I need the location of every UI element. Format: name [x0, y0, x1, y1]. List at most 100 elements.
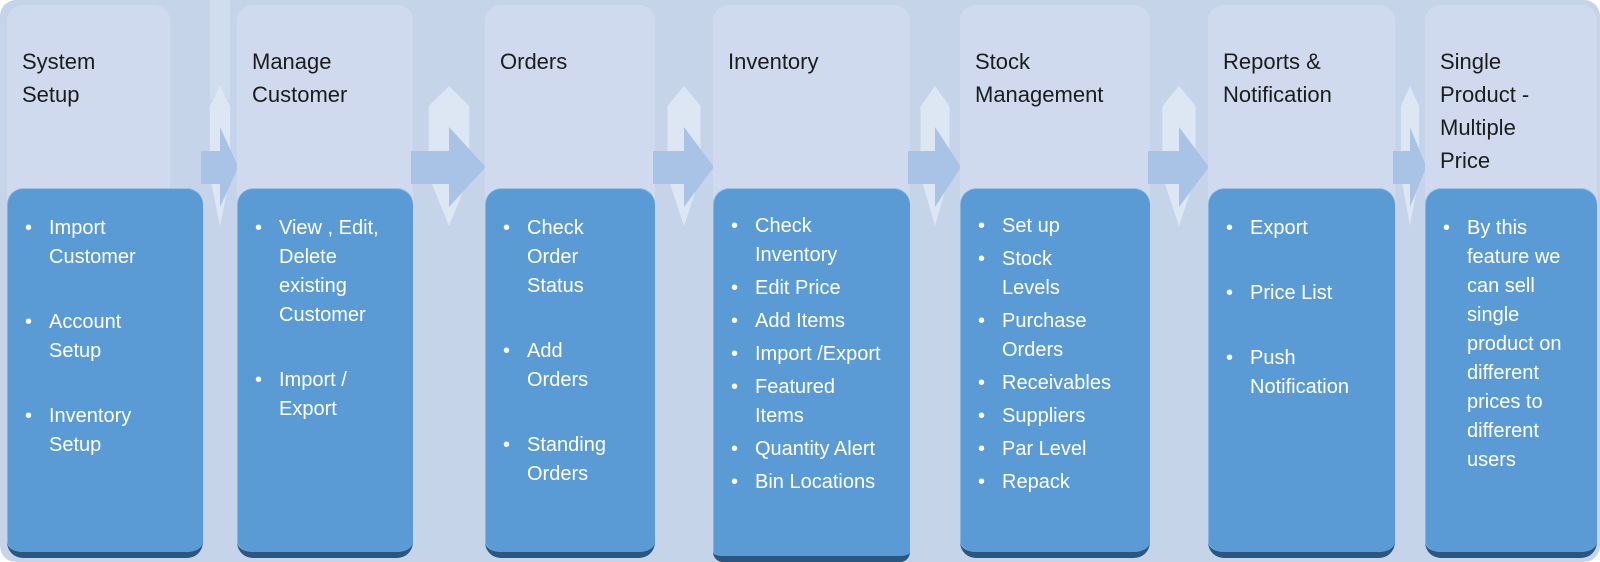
stage-header: Stock Management [960, 5, 1150, 220]
bullet-icon: • [503, 217, 511, 239]
list-item: •Check Order Status [503, 214, 621, 301]
stage-header: Orders [485, 5, 655, 220]
list-item: •Export [1226, 214, 1387, 243]
stage-header: Inventory [713, 5, 910, 220]
stage-title: Single Product - Multiple Price [1440, 49, 1530, 173]
list-item: • Import /Export [731, 340, 888, 369]
list-item: •Quantity Alert [731, 435, 888, 464]
bullet-icon: • [1443, 217, 1451, 239]
flow-connector [1148, 0, 1209, 562]
bullet-icon: • [978, 471, 986, 493]
list-item-text: Stock Levels [1002, 248, 1060, 299]
list-item-text: Receivables [1002, 372, 1111, 394]
list-item: • Bin Locations [731, 468, 888, 497]
stage-title: Orders [500, 49, 568, 74]
stage-manage-customer: Manage Customer •View , Edit, Delete exi… [237, 0, 413, 562]
stage-stock-management: Stock Management • Set up • Stock Levels •… [960, 0, 1150, 562]
flow-arrow-icon [908, 86, 962, 226]
bullet-icon: • [978, 372, 986, 394]
stage-header: System Setup [7, 5, 170, 220]
list-item-text: View , Edit, Delete existing Customer [279, 217, 379, 326]
list-item-text: Inventory Setup [49, 405, 132, 456]
list-item: •Account Setup [25, 308, 173, 366]
stage-reports-notification: Reports & Notification •Export •Price Li… [1208, 0, 1395, 562]
flow-connector [908, 0, 962, 562]
bullet-icon: • [978, 405, 986, 427]
stage-header: Reports & Notification [1208, 5, 1395, 220]
bullet-icon: • [1226, 282, 1234, 304]
stage-title: Manage Customer [252, 49, 348, 107]
stage-header: Manage Customer [237, 5, 413, 220]
list-item: • Set up [978, 212, 1114, 241]
list-item-text: Featured Items [755, 376, 836, 427]
bullet-icon: • [731, 277, 739, 299]
list-item: • Import / Export [255, 366, 405, 424]
flow-arrow-icon [653, 86, 714, 226]
bullet-icon: • [25, 311, 33, 333]
stage-title: System Setup [22, 49, 96, 107]
list-item-text: Add Items [755, 310, 846, 332]
stage-items-box: • Import Customer •Account Setup • Invento… [7, 188, 203, 558]
flow-connector [653, 0, 714, 562]
flow-arrow-icon [1393, 86, 1427, 226]
list-item-text: Edit Price [755, 277, 841, 299]
bullet-icon: • [978, 310, 986, 332]
list-item-text: Par Level [1002, 438, 1087, 460]
list-item: •Price List [1226, 279, 1387, 308]
bullet-icon: • [978, 248, 986, 270]
list-item: • Add Orders [503, 337, 621, 395]
flow-connector [201, 0, 239, 562]
bullet-icon: • [25, 405, 33, 427]
bullet-icon: • [255, 369, 263, 391]
stage-items-box: •View , Edit, Delete existing Customer •… [237, 188, 413, 558]
list-item: • Purchase Orders [978, 307, 1114, 365]
list-item-text: Quantity Alert [755, 438, 876, 460]
stage-header: Single Product - Multiple Price [1425, 5, 1597, 220]
bullet-icon: • [731, 376, 739, 398]
stage-items-box: • By this feature we can sell single prod… [1425, 188, 1597, 558]
list-item-text: Import / Export [279, 369, 347, 420]
flow-arrow-icon [411, 86, 486, 226]
list-item-text: Add Orders [527, 340, 589, 391]
list-item: •Standing Orders [503, 431, 621, 489]
list-item: • Featured Items [731, 373, 888, 431]
list-item: •Suppliers [978, 402, 1114, 431]
list-item: • Import Customer [25, 214, 173, 272]
list-item-text: Import Customer [49, 217, 136, 268]
flow-connector [411, 0, 486, 562]
list-item-text: By this feature we can sell single produ… [1467, 217, 1562, 471]
list-item-text: Check Inventory [755, 215, 838, 266]
stage-inventory: Inventory • Check Inventory • Edit Price •… [713, 0, 910, 562]
bullet-icon: • [731, 310, 739, 332]
bullet-icon: • [731, 215, 739, 237]
list-item: • Inventory Setup [25, 402, 173, 460]
stage-title: Stock Management [975, 49, 1104, 107]
list-item: • Add Items [731, 307, 888, 336]
list-item-text: Standing Orders [527, 434, 606, 485]
bullet-icon: • [731, 343, 739, 365]
list-item-text: Import /Export [755, 343, 881, 365]
stage-items-box: •Check Inventory •Edit Price •Add Items … [713, 188, 910, 562]
list-item-text: Repack [1002, 471, 1070, 493]
list-item-text: Purchase Orders [1002, 310, 1087, 361]
list-item: • Edit Price [731, 274, 888, 303]
bullet-icon: • [978, 215, 986, 237]
stage-title: Inventory [728, 49, 819, 74]
bullet-icon: • [503, 340, 511, 362]
list-item: • Repack [978, 468, 1114, 497]
stage-orders: Orders •Check Order Status • Add Orders •… [485, 0, 655, 562]
stage-single-product-multiple-price: Single Product - Multiple Price • By this… [1425, 0, 1597, 562]
bullet-icon: • [25, 217, 33, 239]
list-item: • Push Notification [1226, 344, 1387, 402]
bullet-icon: • [978, 438, 986, 460]
stage-items-box: •Export •Price List • Push Notification [1208, 188, 1395, 558]
bullet-icon: • [1226, 347, 1234, 369]
list-item-text: Bin Locations [755, 471, 876, 493]
list-item: • By this feature we can sell single prod… [1443, 214, 1591, 475]
list-item-text: Set up [1002, 215, 1060, 237]
stage-items-box: • Set up • Stock Levels • Purchase Orders •… [960, 188, 1150, 558]
list-item: •View , Edit, Delete existing Customer [255, 214, 405, 330]
stage-system-setup: System Setup • Import Customer •Account S… [7, 0, 203, 562]
list-item-text: Push Notification [1250, 347, 1349, 398]
bullet-icon: • [731, 471, 739, 493]
